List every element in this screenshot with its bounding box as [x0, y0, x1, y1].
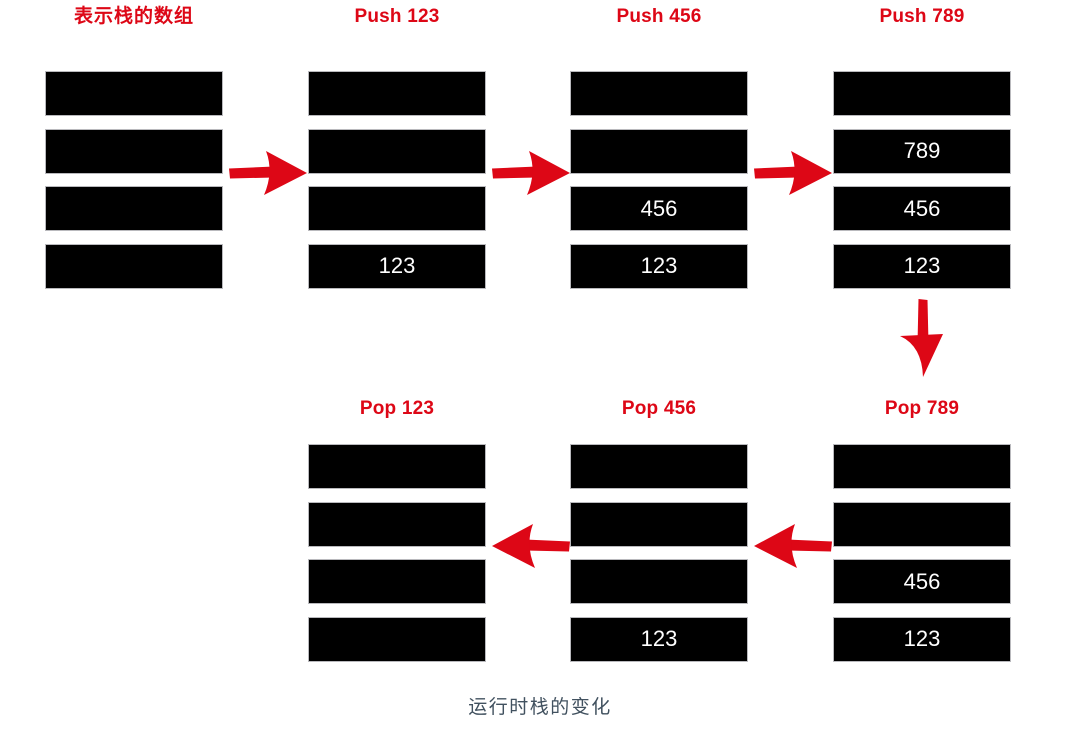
stack-cell-push-123-0	[308, 71, 486, 116]
arrow-right-push456-to-push789	[753, 146, 833, 198]
stack-cell-pop-789-3: 123	[833, 616, 1011, 662]
stack-cell-push-789-0	[833, 71, 1011, 116]
stack-title-push-789: Push 789	[879, 6, 965, 27]
figure-caption: 运行时栈的变化	[468, 697, 612, 718]
stack-cell-push-789-2: 456	[833, 186, 1011, 231]
stack-cell-array-0	[45, 71, 223, 116]
stack-cell-push-456-2: 456	[570, 186, 748, 231]
stack-cell-pop-123-0	[308, 444, 486, 489]
stack-cell-push-123-1	[308, 128, 486, 174]
stack-cell-pop-789-0	[833, 444, 1011, 489]
arrow-right-push123-to-push456	[491, 146, 571, 198]
stack-cell-array-3	[45, 243, 223, 289]
stack-cell-pop-456-1	[570, 501, 748, 547]
stack-cell-push-789-1: 789	[833, 128, 1011, 174]
stack-cell-array-2	[45, 186, 223, 231]
stack-cell-push-123-2	[308, 186, 486, 231]
stack-cell-pop-456-3: 123	[570, 616, 748, 662]
stack-title-pop-123: Pop 123	[359, 398, 435, 419]
arrow-right-array-to-push123	[228, 146, 308, 198]
stack-cell-pop-123-2	[308, 559, 486, 604]
stack-cell-push-456-1	[570, 128, 748, 174]
arrow-left-pop456-to-pop123	[491, 519, 571, 571]
stack-cell-array-1	[45, 128, 223, 174]
stack-title-push-456: Push 456	[616, 6, 702, 27]
stack-cell-pop-456-2	[570, 559, 748, 604]
stack-title-array: 表示栈的数组	[73, 6, 194, 27]
stack-cell-pop-123-1	[308, 501, 486, 547]
stack-cell-push-789-3: 123	[833, 243, 1011, 289]
stack-cell-pop-456-0	[570, 444, 748, 489]
stack-cell-push-123-3: 123	[308, 243, 486, 289]
stack-title-pop-456: Pop 456	[621, 398, 697, 419]
stack-cell-pop-789-1	[833, 501, 1011, 547]
stack-cell-push-456-3: 123	[570, 243, 748, 289]
stack-cell-push-456-0	[570, 71, 748, 116]
stack-title-pop-789: Pop 789	[884, 398, 960, 419]
arrow-down-push789-to-pop789	[896, 298, 948, 378]
arrow-left-pop789-to-pop456	[753, 519, 833, 571]
stack-cell-pop-789-2: 456	[833, 559, 1011, 604]
stack-title-push-123: Push 123	[354, 6, 440, 27]
stack-cell-pop-123-3	[308, 616, 486, 662]
